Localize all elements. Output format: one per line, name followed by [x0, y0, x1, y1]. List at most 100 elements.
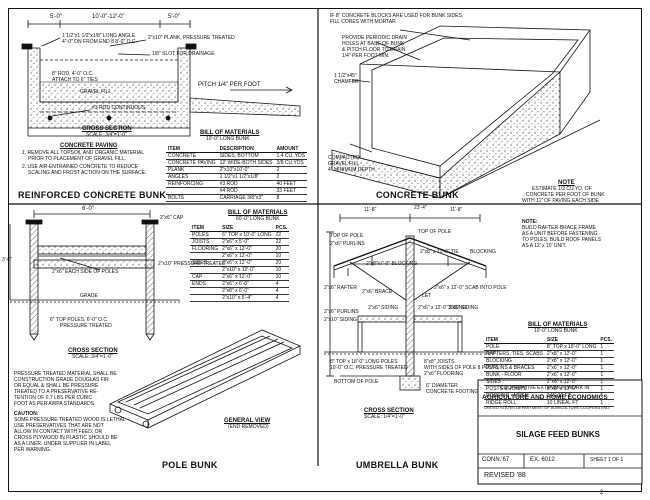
pt-note-6: FOOT AS PER AWPA STANDARDS: [14, 401, 95, 407]
cell: FLOORING: [190, 245, 221, 253]
col-pcs: PCS.: [273, 225, 290, 232]
cell: [190, 266, 221, 274]
umbrella-note-3: TO POLES. BUILD ROOF PANELS: [522, 237, 602, 243]
umb-flooring: 2"x6" FLOORING: [424, 371, 464, 377]
general-view-title: GENERAL VIEW: [224, 418, 271, 424]
titleblock-org1: COOPERATIVE EXTENSION WORK IN: [500, 385, 590, 391]
cell: 2"x6" x 12'-0": [220, 259, 274, 267]
cell: 10: [273, 273, 290, 281]
concrete-block-note-1: IF 8" CONCRETE BLOCKS ARE USED FOR BUNK …: [330, 13, 464, 19]
caution-6: PER WARNING.: [14, 447, 52, 453]
cell: 1: [598, 343, 615, 351]
cell: CAP: [190, 273, 221, 281]
cell: 1 1/2"x1 1/2"x1/8": [217, 173, 275, 181]
umb-blocking-2: 2"x8"x7'-0" BLOCKING: [366, 261, 418, 267]
col-item: ITEM: [484, 337, 545, 344]
paving-note-1b: PRIOR TO PLACEMENT OF GRAVEL FILL.: [28, 156, 127, 162]
table-row: 2"x6" x 12'-0"10: [190, 252, 290, 260]
cell: 2"x8" x 12'-0": [544, 357, 599, 365]
pole-bom-sub: 60'-0" LONG BUNK: [236, 216, 280, 222]
cell: 2"x6" x 12'-0": [544, 364, 599, 372]
cell: ENDS: [190, 280, 221, 288]
titleblock-org2: AGRICULTURE AND HOME ECONOMICS: [482, 394, 608, 401]
pole-section-title: CROSS SECTION: [68, 348, 118, 354]
col-pcs: PCS.: [598, 337, 615, 344]
pole-grade: GRADE: [80, 293, 98, 299]
cell: [190, 294, 221, 302]
paving-title: CONCRETE PAVING: [60, 143, 118, 149]
titleblock-revised: REVISED '88: [484, 472, 526, 479]
cell: 10: [273, 266, 290, 274]
cell: 2"x10" x 12'-0": [220, 266, 274, 274]
cell: 4: [273, 287, 290, 295]
paving-note-1: 1. REMOVE ALL TOPSOIL AND ORGANIC MATERI…: [22, 150, 145, 156]
umb-purlins: 2"x6" PURLINS: [330, 241, 365, 247]
reinforced-section-scale: SCALE: 3/4"=1'-0": [86, 132, 127, 138]
cell: 4: [273, 280, 290, 288]
cell: ROOFING - METAL: [484, 392, 545, 400]
callout-angle-spacing: 4"-0" ON FROM END 8 8'-0" O.C.: [62, 39, 137, 45]
umb-top-of-pole-label: TOP OF POLE: [418, 229, 452, 235]
pt-note-1: PRESSURE TREATED MATERIAL SHALL BE: [14, 371, 117, 377]
umbrella-bom-sub: 10'-0" LONG BUNK: [534, 328, 578, 334]
cell: REINFORCING: [166, 180, 218, 188]
umbrella-bunk-title: UMBRELLA BUNK: [356, 460, 439, 470]
col-size: SIZE: [220, 225, 274, 232]
umb-scab: 2"x6" x 12'-0" SCAB INTO POLE: [434, 285, 507, 291]
cell: CONCRETE: [166, 152, 218, 160]
gravel-label-3: 4" MINIMUM DEPTH: [328, 167, 375, 173]
cell: 8: [274, 194, 308, 202]
pt-note-5: TENTION OF 0.7 LBS PER CUBIC: [14, 395, 93, 401]
cell: 3/8 CU.YDS: [274, 159, 308, 167]
cell: 10 LINEAL FT: [544, 399, 599, 407]
pole-poles-treated: PRESSURE TREATED: [60, 323, 112, 329]
cell: SIDES, BOTTOM: [217, 152, 275, 160]
chamfer-label: CHAMFER: [334, 79, 359, 85]
concrete-note-1: ESTIMATE 1/2 CU.YD. OF: [532, 186, 592, 192]
umb-footing-1: 6" DIAMETER: [426, 383, 458, 389]
cell: 1: [598, 392, 615, 400]
table-row: 2"x10" x 5'-4"4: [190, 294, 290, 302]
general-view-sub: (END REMOVED): [228, 424, 269, 430]
cell: 10: [273, 252, 290, 260]
umbrella-note-1: BUILD RAFTER-BRACE FRAME: [522, 225, 596, 231]
titleblock-ex-number: EX. 6012: [530, 457, 555, 463]
umbrella-dim-total: 23'-4": [414, 205, 427, 211]
cell: 1: [598, 357, 615, 365]
cell: POLES: [190, 231, 221, 239]
callout-slot: 1/8" SLOT FOR DRAINAGE: [152, 51, 215, 57]
paving-note-2: 2. USE AIR-ENTRAINED CONCRETE TO REDUCE: [22, 164, 138, 170]
umbrella-note-2: AS A UNIT BEFORE FASTENING: [522, 231, 598, 237]
cell: #4 ROD: [217, 187, 275, 195]
cell: 8" TOP x 18'-0" LONG: [544, 343, 599, 351]
cell: [166, 187, 218, 195]
col-description: DESCRIPTION: [217, 146, 275, 153]
drain-note-4: 1/4" PER FOOT MIN.: [342, 53, 390, 59]
gravel-label-1: COMPACTED: [328, 155, 360, 161]
cell: SIDES: [484, 378, 545, 386]
umb-rafter: 2"x6" RAFTER: [324, 285, 358, 291]
pole-bunk-section: [9, 210, 180, 341]
table-header-row: ITEM DESCRIPTION AMOUNT: [166, 146, 308, 153]
concrete-bunk-title: CONCRETE BUNK: [376, 190, 459, 200]
concrete-bunk-perspective: [331, 25, 601, 199]
reinforced-bunk-section: [21, 20, 301, 137]
caution-2: USE PRESERVATIVES THAT ARE NOT: [14, 423, 104, 429]
cell: BUNK - FLOOR: [484, 371, 545, 379]
umb-poles-1: 8" TOP x 18'-0" LONG POLES: [330, 359, 398, 365]
paving-note-2b: SCALING AND FROST ACTION ON THE SURFACE.: [28, 170, 147, 176]
callout-angle: 1 1/2"x1 1/2"x1/8" LONG ANGLE: [62, 33, 136, 39]
cell: 2"x8" x 12'-0": [544, 350, 599, 358]
umbrella-bom-title: BILL OF MATERIALS: [528, 322, 588, 328]
cell: PURLINS & BRACES: [484, 364, 545, 372]
reinforced-section-title: CROSS SECTION: [82, 126, 132, 132]
